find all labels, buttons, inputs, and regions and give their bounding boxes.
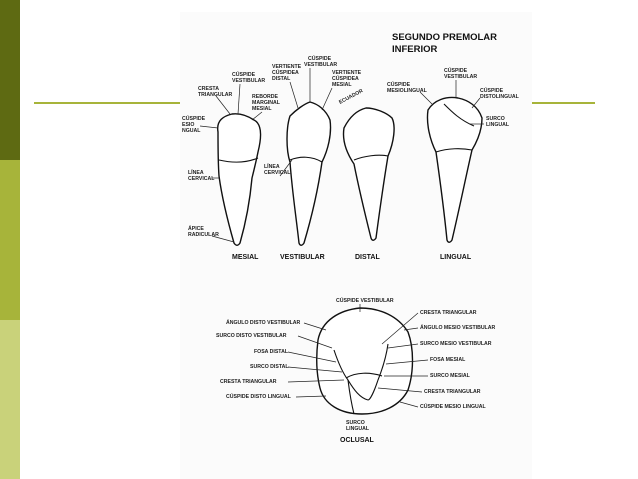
slide-sidebar xyxy=(0,0,20,479)
label-reborde-3: MESIAL xyxy=(252,106,272,112)
view-label-lingual: LINGUAL xyxy=(440,254,472,261)
view-label-vestibular: VESTIBULAR xyxy=(280,254,325,261)
label-v-cuspide-1: CÚSPIDE xyxy=(308,55,332,62)
label-o-cuspide-v: CÚSPIDE VESTIBULAR xyxy=(336,297,394,304)
label-linea-cervical-l1: LÍNEA xyxy=(188,168,204,176)
label-o-angulo-mv: ÁNGULO MESIO VESTIBULAR xyxy=(420,324,495,331)
label-linea-cervical-l2: CERVICAL xyxy=(188,176,215,182)
label-o-cresta-l: CRESTA TRIANGULAR xyxy=(220,379,277,385)
view-label-oclusal: OCLUSAL xyxy=(340,437,375,444)
view-label-distal: DISTAL xyxy=(355,254,380,261)
label-l-cuspide-dl-2: DISTOLINGUAL xyxy=(480,94,520,100)
label-l-cuspide-dl-1: CÚSPIDE xyxy=(480,87,504,94)
label-o-cuspide-ml: CÚSPIDE MESIO LINGUAL xyxy=(420,403,487,410)
label-v-cuspide-2: VESTIBULAR xyxy=(304,62,337,68)
title-line2: INFERIOR xyxy=(392,44,438,55)
label-l-cuspide-ml-2: MESIOLINGUAL xyxy=(387,88,428,94)
label-vert-mesial-2: CÚSPIDEA xyxy=(332,75,359,82)
title-line1: SEGUNDO PREMOLAR xyxy=(392,32,497,43)
label-o-fosa-m: FOSA MESIAL xyxy=(430,357,466,363)
label-cuspide-vestibular-m1: CÚSPIDE xyxy=(232,71,256,78)
sidebar-block-dark xyxy=(0,0,20,160)
label-cuspide-vestibular-m2: VESTIBULAR xyxy=(232,78,265,84)
tooth-lingual xyxy=(426,96,483,243)
sidebar-block-light xyxy=(0,320,20,479)
label-apice-2: RADICULAR xyxy=(188,232,219,238)
label-o-cresta-r2: CRESTA TRIANGULAR xyxy=(424,389,481,395)
view-label-mesial: MESIAL xyxy=(232,254,259,261)
label-vert-distal-1: VERTIENTE xyxy=(272,64,302,70)
label-o-surco-l-1: SURCO xyxy=(346,420,365,426)
accent-line-left xyxy=(34,102,184,104)
label-o-surco-d: SURCO DISTAL xyxy=(250,364,289,370)
label-l-cuspide-ml-1: CÚSPIDE xyxy=(387,81,411,88)
label-vert-mesial-3: MESIAL xyxy=(332,82,352,88)
accent-line-right xyxy=(525,102,595,104)
label-cresta-triangular-1: CRESTA xyxy=(198,86,219,92)
label-v-linea-1: LÍNEA xyxy=(264,162,280,170)
label-o-surco-mv: SURCO MESIO VESTIBULAR xyxy=(420,341,492,347)
label-o-surco-m: SURCO MESIAL xyxy=(430,373,471,379)
label-l-surco-2: LINGUAL xyxy=(486,122,510,128)
label-o-fosa-d: FOSA DISTAL xyxy=(254,349,289,355)
sidebar-block-mid xyxy=(0,160,20,320)
tooth-vestibular xyxy=(286,101,332,246)
tooth-mesial xyxy=(217,113,262,246)
label-o-angulo-dv: ÁNGULO DISTO VESTIBULAR xyxy=(226,319,301,326)
label-o-surco-l-2: LINGUAL xyxy=(346,426,370,432)
label-cuspide-ml-3: NGUAL xyxy=(182,128,201,134)
label-o-surco-dv: SURCO DISTO VESTIBULAR xyxy=(216,333,287,339)
label-reborde-2: MARGINAL xyxy=(252,100,281,106)
label-ecuador: ECUADOR xyxy=(338,88,364,106)
label-vert-mesial-1: VERTIENTE xyxy=(332,70,362,76)
label-v-linea-2: CERVICAL xyxy=(264,170,291,176)
label-cuspide-ml-1: CÚSPIDE xyxy=(182,115,206,122)
tooth-distal xyxy=(342,107,395,241)
label-l-cuspide-v-2: VESTIBULAR xyxy=(444,74,477,80)
label-apice-1: ÁPICE xyxy=(188,225,204,232)
label-cuspide-ml-2: ESIO xyxy=(182,122,194,128)
label-o-cuspide-dl: CÚSPIDE DISTO LINGUAL xyxy=(226,393,292,400)
label-vert-distal-2: CÚSPIDEA xyxy=(272,69,299,76)
label-o-cresta-r: CRESTA TRIANGULAR xyxy=(420,310,477,316)
label-l-surco-1: SURCO xyxy=(486,116,505,122)
label-reborde-1: REBORDE xyxy=(252,94,278,100)
label-vert-distal-3: DISTAL xyxy=(272,76,291,82)
label-l-cuspide-v-1: CÚSPIDE xyxy=(444,67,468,74)
label-cresta-triangular-2: TRIANGULAR xyxy=(198,92,233,98)
